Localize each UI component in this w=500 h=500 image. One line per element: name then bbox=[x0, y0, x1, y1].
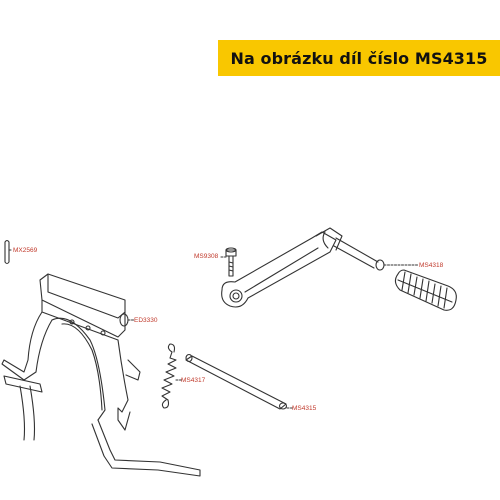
banner-text: Na obrázku díl číslo MS4315 bbox=[230, 48, 488, 68]
callout-ed3330: ED3330 bbox=[134, 317, 158, 324]
callout-ms4317: MS4317 bbox=[181, 377, 206, 384]
pin-mx2569 bbox=[4, 239, 13, 265]
spring-ms4317 bbox=[161, 343, 177, 409]
callout-ms4315: MS4315 bbox=[292, 405, 317, 412]
kickstart-lever bbox=[221, 227, 385, 308]
shaft-ms4315 bbox=[185, 353, 288, 410]
part-number-banner: Na obrázku díl číslo MS4315 bbox=[218, 40, 500, 76]
grip-ms4318 bbox=[394, 269, 457, 311]
center-stand-ed3330 bbox=[1, 273, 201, 477]
callout-ms4318: MS4318 bbox=[419, 262, 444, 269]
callout-ms9308: MS9308 bbox=[194, 253, 219, 260]
callout-mx2569: MX2569 bbox=[13, 247, 38, 254]
bolt-ms9308 bbox=[225, 247, 237, 277]
